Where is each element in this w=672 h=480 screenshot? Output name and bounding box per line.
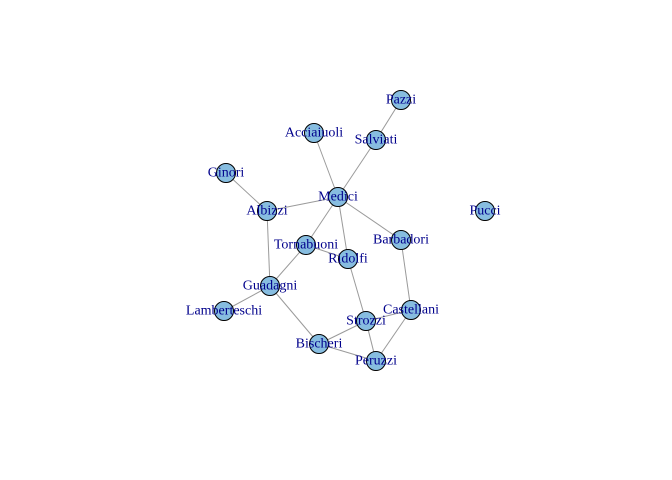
edge-albizzi-medici (266, 196, 339, 212)
node-medici[interactable]: Medici (318, 187, 358, 207)
node-castellani[interactable]: Castellani (383, 300, 439, 320)
node-label: Strozzi (346, 314, 386, 329)
node-label: Tornabuoni (274, 238, 338, 253)
node-peruzzi[interactable]: Peruzzi (355, 351, 397, 371)
node-label: Castellani (383, 303, 439, 318)
node-strozzi[interactable]: Strozzi (346, 311, 386, 331)
node-circle[interactable] (216, 163, 236, 183)
node-circle[interactable] (475, 201, 495, 221)
node-guadagni[interactable]: Guadagni (243, 276, 298, 296)
node-barbadori[interactable]: Barbadori (373, 230, 429, 250)
node-label: Barbadori (373, 233, 429, 248)
node-ridolfi[interactable]: Ridolfi (328, 249, 368, 269)
node-ginori[interactable]: Ginori (208, 163, 245, 183)
node-pazzi[interactable]: Pazzi (386, 90, 416, 110)
node-label: Ridolfi (328, 252, 368, 267)
node-label: Bischeri (296, 337, 343, 352)
edge-castellani-peruzzi (375, 309, 412, 362)
node-label: Pucci (469, 204, 500, 219)
node-label: Lamberteschi (186, 304, 262, 319)
node-label: Peruzzi (355, 354, 397, 369)
node-label: Guadagni (243, 279, 298, 294)
edge-medici-ridolfi (337, 196, 349, 260)
node-circle[interactable] (309, 334, 329, 354)
node-circle[interactable] (391, 90, 411, 110)
node-label: Salviati (355, 133, 398, 148)
node-label: Pazzi (386, 93, 416, 108)
edge-guadagni-bischeri (269, 285, 320, 345)
edge-salviati-medici (337, 139, 377, 198)
node-label: Ginori (208, 166, 245, 181)
node-bischeri[interactable]: Bischeri (296, 334, 343, 354)
node-circle[interactable] (401, 300, 421, 320)
node-circle[interactable] (214, 301, 234, 321)
node-circle[interactable] (366, 351, 386, 371)
node-label: Medici (318, 190, 358, 205)
node-lamberteschi[interactable]: Lamberteschi (186, 301, 262, 321)
node-tornabuoni[interactable]: Tornabuoni (274, 235, 338, 255)
node-circle[interactable] (328, 187, 348, 207)
node-circle[interactable] (366, 130, 386, 150)
edge-acciaiuoli-medici (313, 132, 339, 198)
node-circle[interactable] (356, 311, 376, 331)
edge-ridolfi-strozzi (347, 258, 367, 322)
edge-medici-barbadori (337, 196, 402, 241)
edge-barbadori-castellani (400, 239, 412, 311)
node-circle[interactable] (296, 235, 316, 255)
node-circle[interactable] (257, 201, 277, 221)
node-circle[interactable] (260, 276, 280, 296)
node-circle[interactable] (338, 249, 358, 269)
edge-albizzi-guadagni (266, 210, 271, 287)
node-label: Acciaiuoli (285, 126, 343, 141)
node-acciaiuoli[interactable]: Acciaiuoli (285, 123, 343, 143)
node-circle[interactable] (391, 230, 411, 250)
node-pucci[interactable]: Pucci (469, 201, 501, 221)
node-salviati[interactable]: Salviati (355, 130, 398, 150)
node-albizzi[interactable]: Albizzi (246, 201, 288, 221)
node-circle[interactable] (304, 123, 324, 143)
node-label: Albizzi (246, 204, 287, 219)
